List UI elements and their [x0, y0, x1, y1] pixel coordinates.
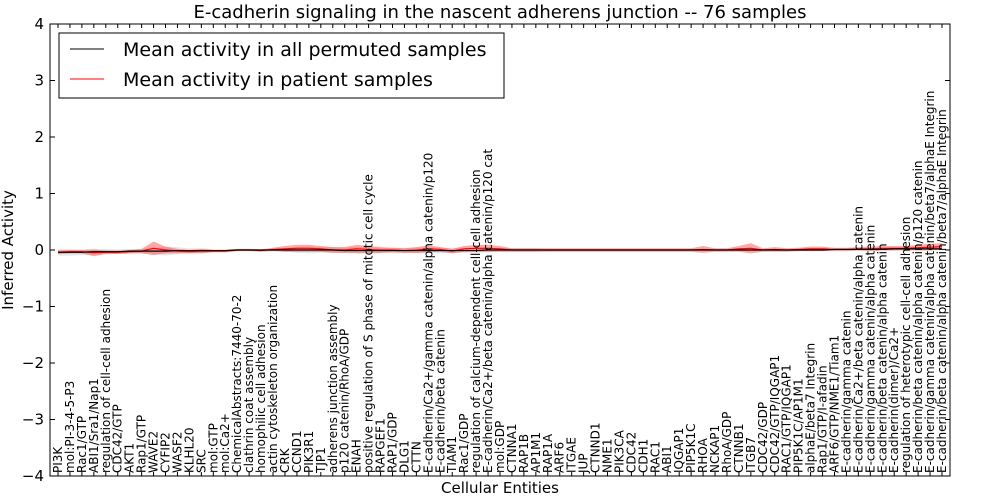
x-tick-label: PI3K [51, 446, 65, 473]
x-tick-label: E-cadherin/gamma catenin/alpha catenin [863, 225, 877, 473]
legend-box [58, 32, 505, 99]
x-tick-label: E-cadherin/gamma catenin [839, 311, 853, 474]
x-tick-label: Rac1/GTP [75, 416, 89, 473]
line-permuted-mean [58, 248, 942, 253]
x-tick-label: RAP1B [517, 434, 531, 473]
x-tick-label: PIK3R1 [302, 431, 316, 473]
x-tick-label: clathrin coat assembly [242, 337, 256, 473]
x-tick-label: E-cadherin/gamma catenin/alpha catenin/b… [923, 91, 937, 473]
x-tick-label: TJP1 [314, 447, 328, 474]
x-tick-label: CDC42/GDP [756, 402, 770, 473]
x-tick-label: CCND1 [290, 430, 304, 473]
x-tick-label: PIP5K1C/AP1M1 [792, 378, 806, 473]
x-tick-label: CRK [278, 447, 292, 473]
x-tick-label: WAVE2 [147, 431, 161, 473]
x-tick-labels: PI3Kmol:PI-3-4-5-P3Rac1/GTPABI1/Sra1/Nap… [51, 91, 949, 474]
x-tick-label: homophilic cell adhesion [254, 324, 268, 473]
x-tick-label: ENAH [350, 439, 364, 473]
x-tick-label: E-cadherin/Ca2+/gamma catenin/alpha cate… [421, 153, 435, 473]
x-tick-label: regulation of calcium-dependent cell-cel… [469, 169, 483, 473]
x-tick-label: JUP [577, 453, 591, 474]
x-tick-label: AP1M1 [529, 432, 543, 473]
x-tick-label: Rap1/GTP [135, 415, 149, 473]
x-tick-label: mol:GDP [493, 421, 507, 473]
x-tick-label: RHOA [696, 437, 710, 473]
x-tick-label: E-cadherin/beta catenin/alpha catenin/p1… [911, 160, 925, 473]
x-tick-label: Rap1/GTP/I-afadin [816, 365, 830, 473]
x-axis-label: Cellular Entities [441, 479, 559, 497]
x-tick-label: PIP5K1C [684, 423, 698, 473]
x-tick-label: adherens junction assembly [326, 304, 340, 473]
x-tick-label: mol:Ca2+ [218, 413, 232, 473]
x-tick-label: E-cadherin/Ca2+/beta catenin/alpha caten… [481, 149, 495, 473]
x-tick-label: CTTN [409, 441, 423, 473]
x-tick-label: DLG1 [397, 440, 411, 473]
x-tick-label: CDC42 [624, 432, 638, 473]
y-tick-label: −4 [22, 467, 44, 485]
x-tick-label: E-cadherin/beta catenin/alpha catenin/be… [935, 109, 949, 473]
x-tick-label: RAP1/GDP [385, 412, 399, 473]
x-tick-label: E-cadherin/beta catenin [433, 329, 447, 473]
x-tick-label: RAP1A [541, 433, 555, 473]
series-lines [57, 246, 943, 254]
x-tick-label: ARF6/GTP/NME1/Tiam1 [827, 335, 841, 473]
y-tick-label: 4 [34, 15, 44, 33]
x-tick-label: CTNNB1 [732, 423, 746, 473]
x-tick-label: ITGB7 [744, 437, 758, 473]
x-tick-label: mol:GTP [206, 423, 220, 473]
x-tick-label: CYFIP2 [159, 432, 173, 473]
x-tick-label: Rac1/GDP [457, 414, 471, 473]
x-tick-label: positive regulation of S phase of mitoti… [362, 174, 376, 473]
y-axis-label: Inferred Activity [0, 190, 17, 310]
x-tick-label: RAPGEF1 [374, 418, 388, 473]
x-tick-label: ITGAE [565, 437, 579, 473]
x-tick-label: regulation of heterotypic cell-cell adhe… [899, 217, 913, 473]
x-tick-label: KLHL20 [182, 427, 196, 473]
x-tick-label: E-cadherin/beta catenin/alpha catenin [875, 243, 889, 473]
x-tick-label: mol:PI-3-4-5-P3 [63, 381, 77, 473]
x-tick-label: CDC42/GTP/IQGAP1 [768, 355, 782, 473]
x-tick-label: CTNNA1 [505, 423, 519, 473]
x-tick-label: alphaE/beta7 Integrin [804, 343, 818, 473]
x-tick-label: regulation of cell-cell adhesion [99, 289, 113, 473]
x-tick-label: SRC [194, 449, 208, 473]
x-tick-label: TIAM1 [445, 436, 459, 474]
x-tick-label: NCKAP1 [708, 425, 722, 473]
y-tick-label: 1 [34, 185, 44, 203]
x-tick-label: ABI1 [660, 445, 674, 473]
y-tick-label: −2 [22, 354, 44, 372]
x-tick-label: ABI1/Sra1/Nap1 [87, 378, 101, 473]
x-tick-label: p120 catenin/RhoA/GDP [338, 329, 352, 473]
axis-ticks: −4 −3 −2 −1 0 1 2 3 4 [22, 15, 950, 485]
y-tick-label: −3 [22, 411, 44, 429]
x-tick-label: ChemicalAbstracts:7440-70-2 [230, 295, 244, 473]
chart-title: E-cadherin signaling in the nascent adhe… [193, 2, 806, 23]
x-tick-label: E-cadherin(dimer)/Ca2+ [887, 327, 901, 473]
x-tick-label: CTNND1 [589, 422, 603, 473]
y-tick-label: 0 [34, 241, 44, 259]
x-tick-label: ARF6 [553, 442, 567, 473]
y-tick-label: 2 [34, 128, 44, 146]
legend: Mean activity in all permuted samples Me… [58, 32, 505, 99]
x-tick-label: RAC1 [648, 441, 662, 473]
x-tick-label: NME1 [601, 438, 615, 473]
x-tick-label: CDC42/GTP [111, 404, 125, 473]
x-tick-label: PIK3CA [612, 429, 626, 473]
legend-label-patient: Mean activity in patient samples [123, 69, 433, 91]
x-tick-label: E-cadherin/Ca2+/beta catenin/alpha caten… [851, 206, 865, 473]
x-tick-label: WASF2 [170, 431, 184, 473]
x-tick-label: IQGAP1 [672, 428, 686, 473]
x-tick-label: AKT1 [123, 443, 137, 473]
x-tick-label: CDH1 [636, 439, 650, 473]
x-tick-label: actin cytoskeleton organization [266, 285, 280, 473]
plot-frame [49, 23, 951, 477]
legend-label-permuted: Mean activity in all permuted samples [123, 39, 486, 61]
y-tick-label: 3 [34, 72, 44, 90]
y-tick-label: −1 [22, 298, 44, 316]
x-tick-label: RhoA/GDP [720, 412, 734, 473]
x-tick-label: RAC1/GTP/IQGAP1 [780, 364, 794, 473]
